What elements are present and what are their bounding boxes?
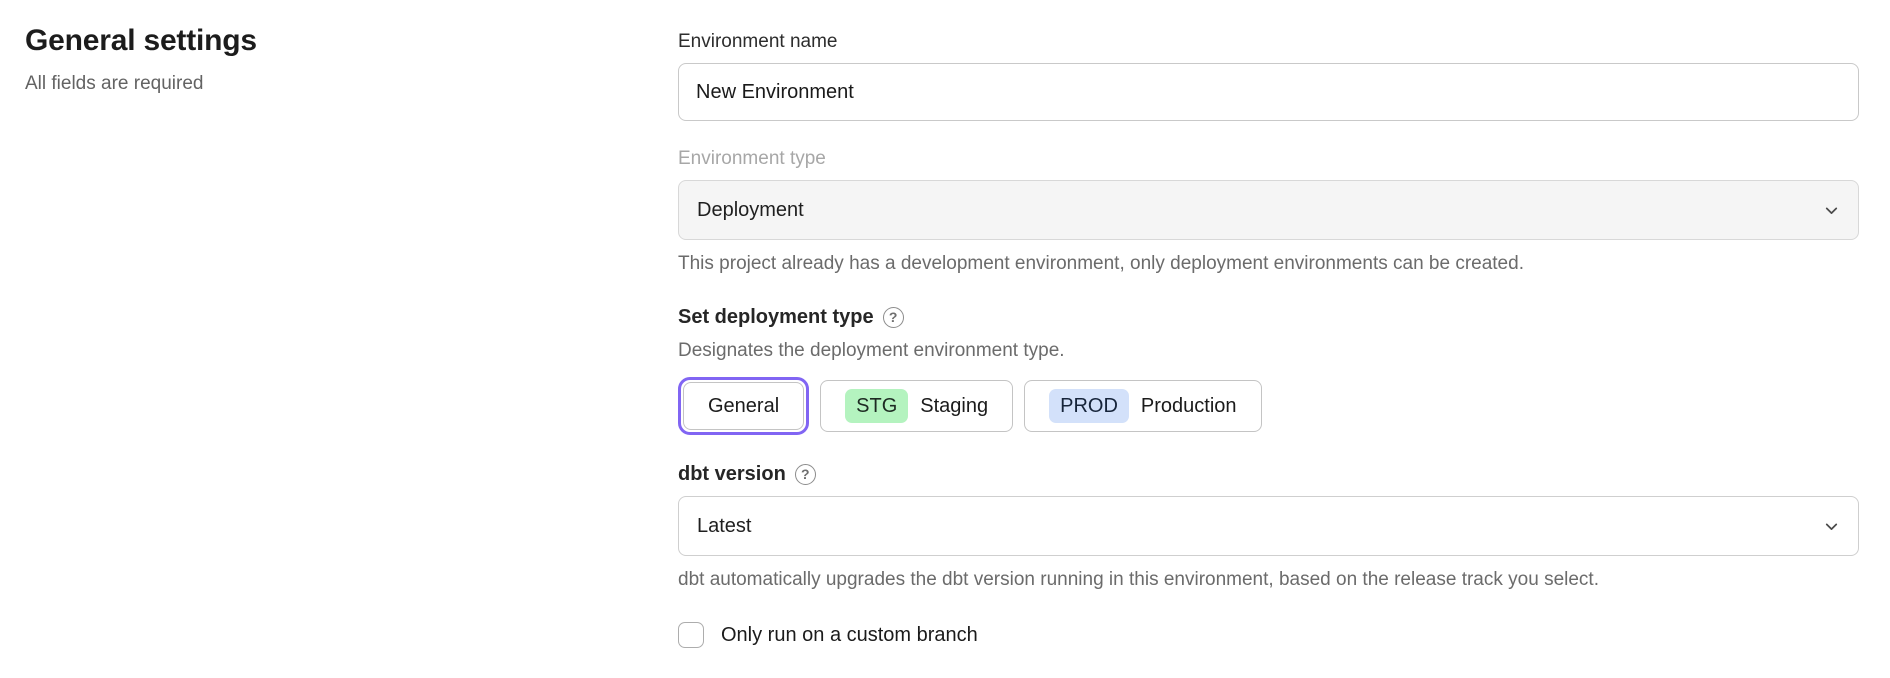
environment-type-value: Deployment [697, 198, 804, 221]
help-circle-icon[interactable]: ? [882, 306, 904, 328]
environment-settings-form: Environment name Environment type Deploy… [678, 30, 1859, 648]
staging-button-label: Staging [920, 394, 989, 417]
deployment-type-description: Designates the deployment environment ty… [678, 340, 1065, 361]
selected-option-ring: General [678, 377, 810, 435]
deployment-type-options: General STG Staging PROD Production [678, 377, 1859, 435]
dbt-version-label: dbt version [678, 463, 786, 485]
deployment-type-label: Set deployment type [678, 306, 874, 328]
dbt-version-helper: dbt automatically upgrades the dbt versi… [678, 569, 1599, 590]
deployment-type-production-button[interactable]: PROD Production [1024, 380, 1262, 432]
custom-branch-label: Only run on a custom branch [721, 623, 978, 646]
production-badge: PROD [1049, 389, 1129, 423]
custom-branch-checkbox[interactable] [678, 622, 704, 648]
chevron-down-icon [1823, 202, 1840, 219]
page-subtitle: All fields are required [25, 73, 204, 94]
help-circle-icon[interactable]: ? [794, 463, 816, 485]
deployment-type-general-button[interactable]: General [683, 382, 805, 430]
environment-type-helper: This project already has a development e… [678, 253, 1524, 274]
chevron-down-icon [1823, 518, 1840, 535]
dbt-version-select[interactable]: Latest [678, 496, 1859, 556]
environment-type-label: Environment type [678, 148, 826, 169]
environment-name-label: Environment name [678, 31, 838, 52]
settings-header: General settings All fields are required [25, 24, 545, 95]
deployment-type-staging-button[interactable]: STG Staging [820, 380, 1014, 432]
production-button-label: Production [1140, 394, 1237, 417]
dbt-version-heading-row: dbt version ? [678, 461, 1859, 487]
custom-branch-row[interactable]: Only run on a custom branch [678, 622, 1859, 648]
dbt-version-value: Latest [697, 514, 752, 537]
environment-name-input[interactable] [678, 63, 1859, 121]
staging-badge: STG [845, 389, 909, 423]
page-title: General settings [25, 24, 257, 57]
deployment-type-heading-row: Set deployment type ? [678, 304, 1859, 330]
environment-type-select: Deployment [678, 180, 1859, 240]
general-button-label: General [708, 394, 780, 417]
